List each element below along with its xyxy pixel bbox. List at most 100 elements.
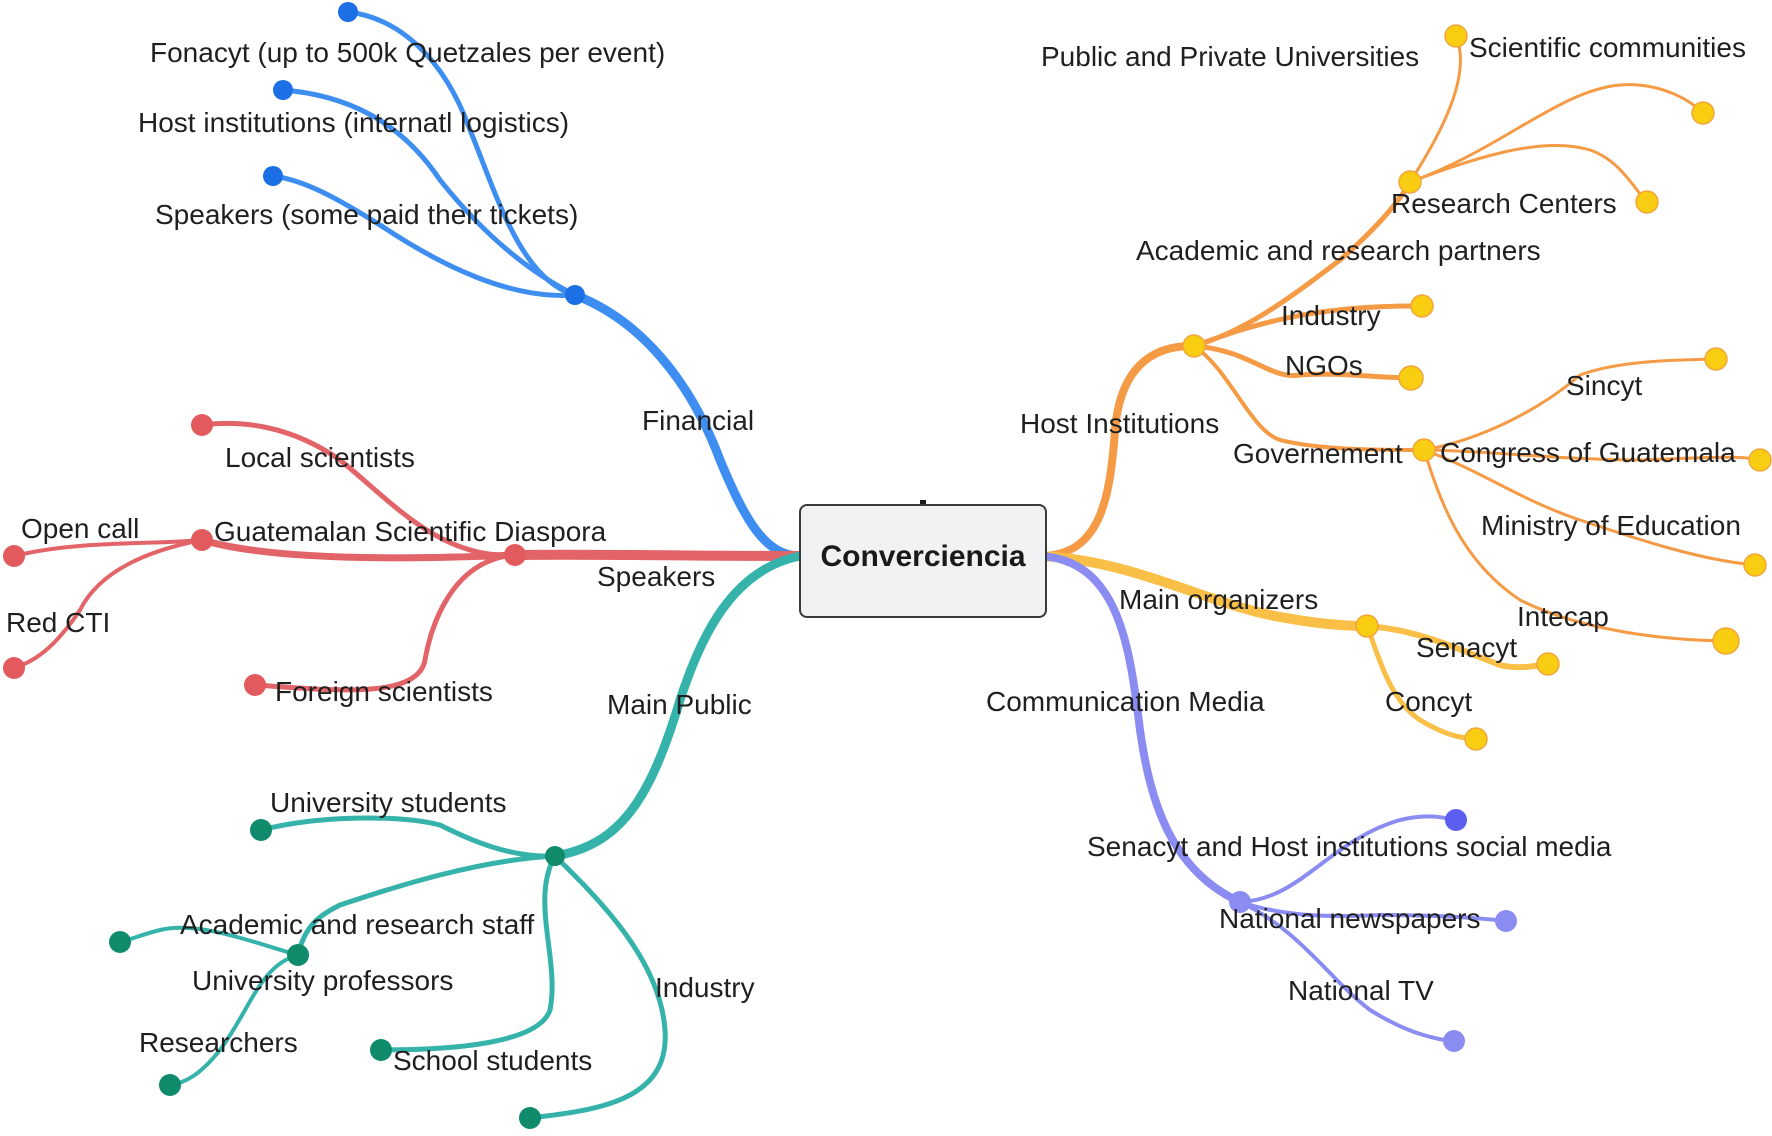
dot-university-students[interactable]	[250, 819, 272, 841]
dot-academic-partners[interactable]	[1398, 170, 1422, 194]
dot-intecap[interactable]	[1712, 627, 1740, 655]
edge-host-ngos	[1191, 343, 1414, 381]
edge-academic-universities	[1408, 34, 1462, 184]
dot-red-cti[interactable]	[3, 657, 25, 679]
center-node-tick	[920, 500, 926, 504]
center-node-box[interactable]	[799, 504, 1047, 618]
dot-concyt[interactable]	[1464, 727, 1488, 751]
edge-diaspora-red-cti	[12, 538, 204, 670]
dot-media-hub[interactable]	[1229, 891, 1251, 913]
dot-organizers-hub[interactable]	[1355, 614, 1379, 638]
dot-congress[interactable]	[1748, 448, 1772, 472]
dot-researchers[interactable]	[159, 1074, 181, 1096]
label-newspapers: National newspapers	[1219, 903, 1481, 934]
label-university-students: University students	[270, 787, 507, 818]
dot-newspapers[interactable]	[1495, 910, 1517, 932]
dot-research-centers[interactable]	[1635, 190, 1659, 214]
edge-host-academic	[1191, 179, 1413, 349]
dot-public-hub[interactable]	[545, 846, 565, 866]
label-school-students: School students	[393, 1045, 592, 1076]
dot-financial-hub[interactable]	[565, 285, 585, 305]
label-main-organizers: Main organizers	[1119, 584, 1318, 615]
label-main-public: Main Public	[607, 689, 752, 720]
label-financial: Financial	[642, 405, 754, 436]
label-ngos: NGOs	[1285, 350, 1363, 381]
dot-senacyt[interactable]	[1536, 652, 1560, 676]
dot-professors[interactable]	[109, 931, 131, 953]
edge-gov-sincyt	[1422, 357, 1718, 452]
dot-host-hub[interactable]	[1182, 334, 1206, 358]
edge-diaspora-open-call	[12, 538, 204, 558]
main-public-branch-edges	[118, 551, 805, 1121]
dot-sincyt[interactable]	[1704, 347, 1728, 371]
edge-public-school-students	[378, 853, 558, 1053]
dot-school-students[interactable]	[370, 1039, 392, 1061]
edge-center-financial	[570, 290, 805, 561]
organizers-branch-edges	[1035, 551, 1551, 742]
label-industry-host: Industry	[1281, 300, 1381, 331]
edge-host-government	[1192, 344, 1426, 452]
speakers-dots	[3, 414, 526, 696]
edge-speakers-diaspora	[198, 536, 519, 562]
edge-academic-scientific	[1408, 83, 1705, 184]
label-host-institutions: Host Institutions	[1020, 408, 1219, 439]
label-host-logistics: Host institutions (internatl logistics)	[138, 107, 569, 138]
label-senacyt: Senacyt	[1416, 632, 1517, 663]
edge-speakers-local	[199, 420, 518, 558]
edge-organizers-concyt	[1364, 623, 1479, 742]
dot-ngos[interactable]	[1398, 365, 1424, 391]
dot-ministry[interactable]	[1743, 553, 1767, 577]
dot-local-scientists[interactable]	[191, 414, 213, 436]
dot-fonacyt[interactable]	[338, 2, 358, 22]
host-branch-edges	[1036, 34, 1762, 643]
edge-public-university-students	[258, 815, 558, 859]
dot-industry-public[interactable]	[519, 1107, 541, 1129]
label-ministry: Ministry of Education	[1481, 510, 1741, 541]
edge-center-host	[1036, 341, 1198, 560]
label-speakers: Speakers	[597, 561, 715, 592]
edge-financial-host-inst	[280, 87, 578, 298]
dot-academic-staff[interactable]	[287, 944, 309, 966]
media-dots	[1229, 809, 1517, 1052]
center-node-label: Converciencia	[820, 540, 1025, 573]
dot-speakers-hub[interactable]	[504, 544, 526, 566]
dot-social-media[interactable]	[1445, 809, 1467, 831]
label-red-cti: Red CTI	[6, 607, 110, 638]
label-researchers: Researchers	[139, 1027, 298, 1058]
label-scientific-communities: Scientific communities	[1469, 32, 1746, 63]
dot-universities[interactable]	[1444, 24, 1468, 48]
center-node[interactable]: Converciencia	[799, 500, 1047, 618]
edge-organizers-senacyt	[1364, 623, 1551, 671]
label-communication-media: Communication Media	[986, 686, 1265, 717]
dot-tv[interactable]	[1443, 1030, 1465, 1052]
dot-government[interactable]	[1412, 438, 1436, 462]
dot-foreign-scientists[interactable]	[244, 674, 266, 696]
edge-speakers-foreign	[252, 552, 518, 693]
dot-scientific-communities[interactable]	[1691, 101, 1715, 125]
label-academic-partners: Academic and research partners	[1136, 235, 1541, 266]
label-intecap: Intecap	[1517, 601, 1609, 632]
edge-public-industry	[527, 853, 668, 1121]
dot-industry-host[interactable]	[1410, 294, 1434, 318]
label-national-tv: National TV	[1288, 975, 1434, 1006]
speakers-branch-edges	[12, 420, 805, 693]
host-dots	[1182, 24, 1772, 655]
edge-financial-fonacyt	[345, 9, 578, 298]
dot-open-call[interactable]	[3, 545, 25, 567]
label-local-scientists: Local scientists	[225, 442, 415, 473]
financial-dots	[263, 2, 585, 305]
label-concyt: Concyt	[1385, 686, 1472, 717]
dot-host-logistics[interactable]	[273, 80, 293, 100]
edge-center-speakers	[510, 549, 805, 561]
edge-financial-speakers-paid	[270, 173, 578, 298]
label-speakers-paid: Speakers (some paid their tickets)	[155, 199, 578, 230]
label-congress: Congress of Guatemala	[1440, 437, 1736, 468]
label-diaspora: Guatemalan Scientific Diaspora	[214, 516, 607, 547]
edge-gov-ministry	[1422, 448, 1757, 567]
label-government: Governement	[1233, 438, 1403, 469]
dot-diaspora[interactable]	[191, 529, 213, 551]
label-research-centers: Research Centers	[1391, 188, 1617, 219]
label-industry-public: Industry	[655, 972, 755, 1003]
dot-speakers-paid[interactable]	[263, 166, 283, 186]
